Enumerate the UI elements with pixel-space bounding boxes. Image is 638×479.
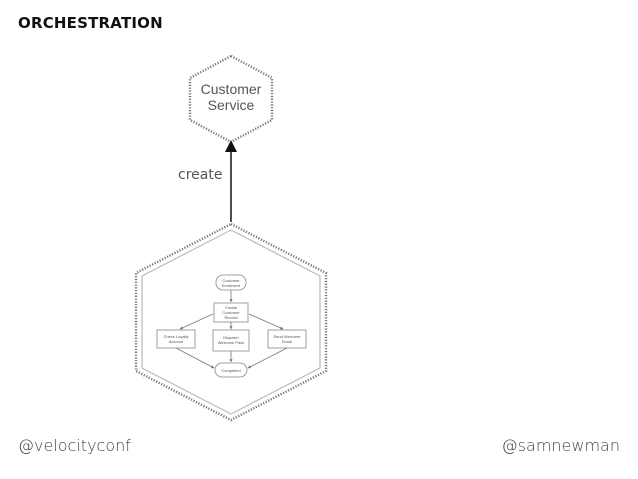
node-text: Email (282, 339, 292, 344)
node-text: Dispatch (223, 335, 239, 340)
workflow-node-dispatch-welcome-pack: Dispatch Welcome Pack (212, 329, 250, 352)
workflow-diagram: Customer Enrolment Create Customer Recor… (156, 274, 307, 378)
footer-right-handle: @samnewman (501, 436, 620, 455)
workflow-edge (179, 313, 214, 330)
workflow-node-customer-enrolment: Customer Enrolment (215, 274, 247, 291)
node-text: Customer (222, 310, 240, 315)
footer-left-handle: @velocityconf (18, 436, 131, 455)
workflow-node-completed: Completed (214, 362, 248, 378)
workflow-edge (175, 347, 215, 369)
slide-title: ORCHESTRATION (18, 14, 163, 32)
node-text: Account (169, 339, 184, 344)
workflow-edge (248, 313, 284, 330)
customer-service-node: Customer Service (188, 54, 274, 144)
workflow-node-create-customer-record: Create Customer Record (213, 302, 249, 323)
workflow-node-send-welcome-email: Send Welcome Email (267, 329, 307, 349)
node-text: Enrolment (222, 283, 241, 288)
workflow-edge (247, 347, 288, 369)
workflow-node-check-loyalty-account: Check Loyalty Account (156, 329, 196, 349)
create-edge-label: create (178, 167, 222, 183)
node-text: Welcome Pack (218, 340, 245, 345)
node-text: Completed (221, 368, 240, 373)
customer-service-label-line1: Customer (201, 81, 262, 97)
node-text: Record (225, 315, 238, 320)
customer-service-label-line2: Service (208, 97, 255, 113)
node-text: Create (225, 305, 238, 310)
orchestrator-inner-outline (141, 229, 321, 415)
node-text: Send Welcome (273, 334, 301, 339)
node-text: Customer (222, 278, 240, 283)
node-text: Check Loyalty (163, 334, 188, 339)
